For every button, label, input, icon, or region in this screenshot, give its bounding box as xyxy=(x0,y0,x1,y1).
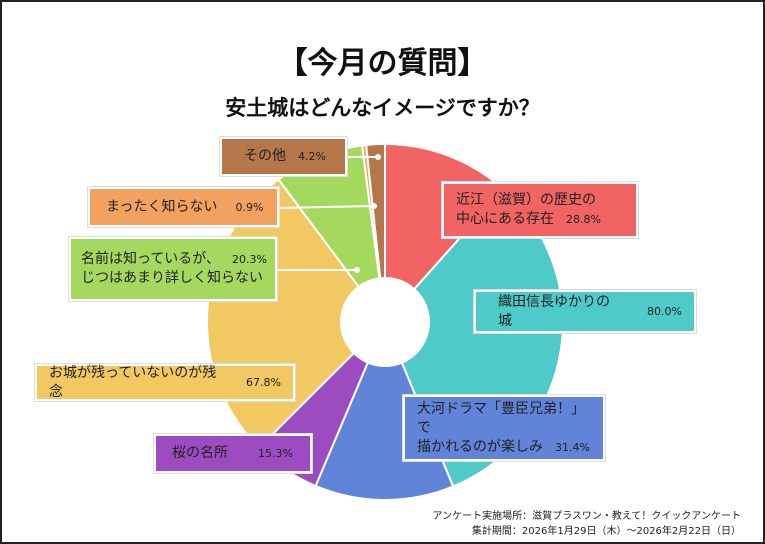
leader-dot xyxy=(371,203,377,209)
label-box-7: その他 4.2% xyxy=(220,137,347,176)
pie-slice-7 xyxy=(365,142,386,280)
label-text: 桜の名所 xyxy=(172,445,228,461)
label-pct: 28.8% xyxy=(566,213,601,226)
label-text: 織田信長ゆかりの城 xyxy=(498,293,610,329)
label-pct: 31.4% xyxy=(555,440,590,454)
label-pct: 20.3% xyxy=(232,253,267,266)
pie-slice-2 xyxy=(314,361,455,501)
label-text: お城が残っていないのが残念 xyxy=(49,364,217,400)
leader-dot xyxy=(354,267,360,273)
label-pct: 4.2% xyxy=(298,150,326,163)
label-pct: 15.3% xyxy=(258,447,293,460)
label-pct: 0.9% xyxy=(235,200,264,214)
label-box-0: 近江（滋賀）の歴史の中心にある存在 28.8% xyxy=(442,182,638,238)
footer-source: アンケート実施場所：滋賀プラスワン・教えて！クイックアンケート xyxy=(432,511,742,522)
label-pct: 67.8% xyxy=(246,376,281,389)
label-text: 大河ドラマ「豊臣兄弟！」で xyxy=(417,400,585,436)
leader-dot xyxy=(375,154,381,160)
label-text: 近江（滋賀）の歴史の xyxy=(456,192,596,208)
label-box-4: お城が残っていないのが残念 67.8% xyxy=(35,364,295,401)
label-wrap: 20.3% 名前は知っているが、じつはあまり詳しく知らない xyxy=(81,250,267,288)
label-box-6: まったく知らない 0.9% xyxy=(88,187,279,227)
label-box-1: 織田信長ゆかりの城 80.0% xyxy=(474,290,696,333)
label-text: まったく知らない xyxy=(106,198,218,215)
label-text: その他 xyxy=(244,148,286,164)
footer-period: 集計期間：2026年1月29日（木）～2026年2月22日（日） xyxy=(471,526,741,537)
label-box-2: 大河ドラマ「豊臣兄弟！」で描かれるのが楽しみ 31.4% xyxy=(403,395,605,461)
label-box-3: 桜の名所 15.3% xyxy=(154,434,312,473)
label-text: 名前は知っているが、じつはあまり詳しく知らない xyxy=(81,251,263,286)
label-box-5: 20.3% 名前は知っているが、じつはあまり詳しく知らない xyxy=(69,237,277,301)
chart-title: 【今月の質問】 xyxy=(277,46,488,81)
label-text: 描かれるのが楽しみ xyxy=(417,438,543,455)
chart-subtitle: 安土城はどんなイメージですか？ xyxy=(225,96,540,120)
leader-line xyxy=(278,205,375,209)
label-pct: 80.0% xyxy=(647,305,682,318)
label-text: 中心にある存在 xyxy=(456,211,554,227)
